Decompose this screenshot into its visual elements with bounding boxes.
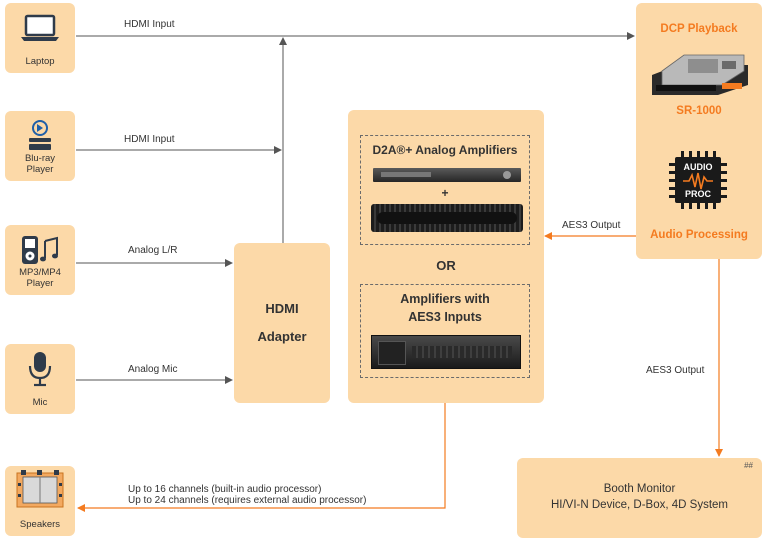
dcp-title: DCP Playback [660,23,738,35]
booth-note: ## [744,461,753,470]
source-mp3: MP3/MP4 Player [5,225,75,295]
sr1000-server-image [648,45,752,97]
edge-label-hdmi-1: HDMI Input [124,19,175,30]
plus-sign: + [441,186,449,200]
source-label: Laptop [25,56,55,67]
speakers-icon [5,470,75,508]
edge-label-speaker-channels-2: Up to 24 channels (requires external aud… [128,495,367,506]
aes3-amplifiers-group: Amplifiers with AES3 Inputs [360,284,530,378]
hdmi-adapter-box: HDMI Adapter [234,243,330,403]
source-laptop: Laptop [5,3,75,73]
edge-label-analog-lr: Analog L/R [128,245,178,256]
source-mic: Mic [5,344,75,414]
sr1000-model: SR-1000 [676,105,722,117]
aes3-title-line1: Amplifiers with [400,292,490,306]
audio-processing-label: Audio Processing [650,229,748,241]
chip-label-proc: PROC [684,189,711,199]
source-label: MP3/MP4 Player [19,267,61,289]
source-label: Mic [32,397,48,408]
booth-monitor-box: ## Booth Monitor HI/VI-N Device, D-Box, … [517,458,762,538]
aes3-amplifier-image [371,335,521,369]
speakers-box: Speakers [5,466,75,536]
hdmi-adapter-line1: HDMI [265,301,299,316]
edge-label-speaker-channels-1: Up to 16 channels (built-in audio proces… [128,484,322,495]
microphone-icon [5,350,75,388]
d2a-amplifiers-group: D2A®+ Analog Amplifiers + [360,135,530,245]
laptop-icon [5,9,75,47]
hdmi-adapter-line2: Adapter [257,329,307,344]
aes3-title-line2: AES3 Inputs [408,310,482,324]
d2a-title: D2A®+ Analog Amplifiers [372,143,518,157]
edge-label-aes3-2: AES3 Output [646,365,705,376]
amplifiers-box: D2A®+ Analog Amplifiers + OR Amplifiers … [348,110,544,403]
music-player-icon [5,231,75,269]
chip-label-audio: AUDIO [683,162,713,172]
edge-label-aes3-1: AES3 Output [562,220,621,231]
dcp-playback-box: DCP Playback SR-1000 AUDIO PROC Audio Pr… [636,3,762,259]
booth-devices: HI/VI-N Device, D-Box, 4D System [550,499,728,511]
source-bluray: Blu-ray Player [5,111,75,181]
source-label: Blu-ray Player [24,153,56,175]
d2a-amplifier-image [373,168,521,182]
booth-title: Booth Monitor [603,483,676,495]
edge-amps-speakers [77,403,446,512]
speakers-label: Speakers [19,519,61,530]
amplifier-chassis-image [371,204,523,232]
or-label: OR [436,258,456,273]
audio-processor-chip-icon: AUDIO PROC [669,151,727,209]
edge-label-analog-mic: Analog Mic [128,364,178,375]
edge-label-hdmi-2: HDMI Input [124,134,175,145]
bluray-icon [5,117,75,155]
